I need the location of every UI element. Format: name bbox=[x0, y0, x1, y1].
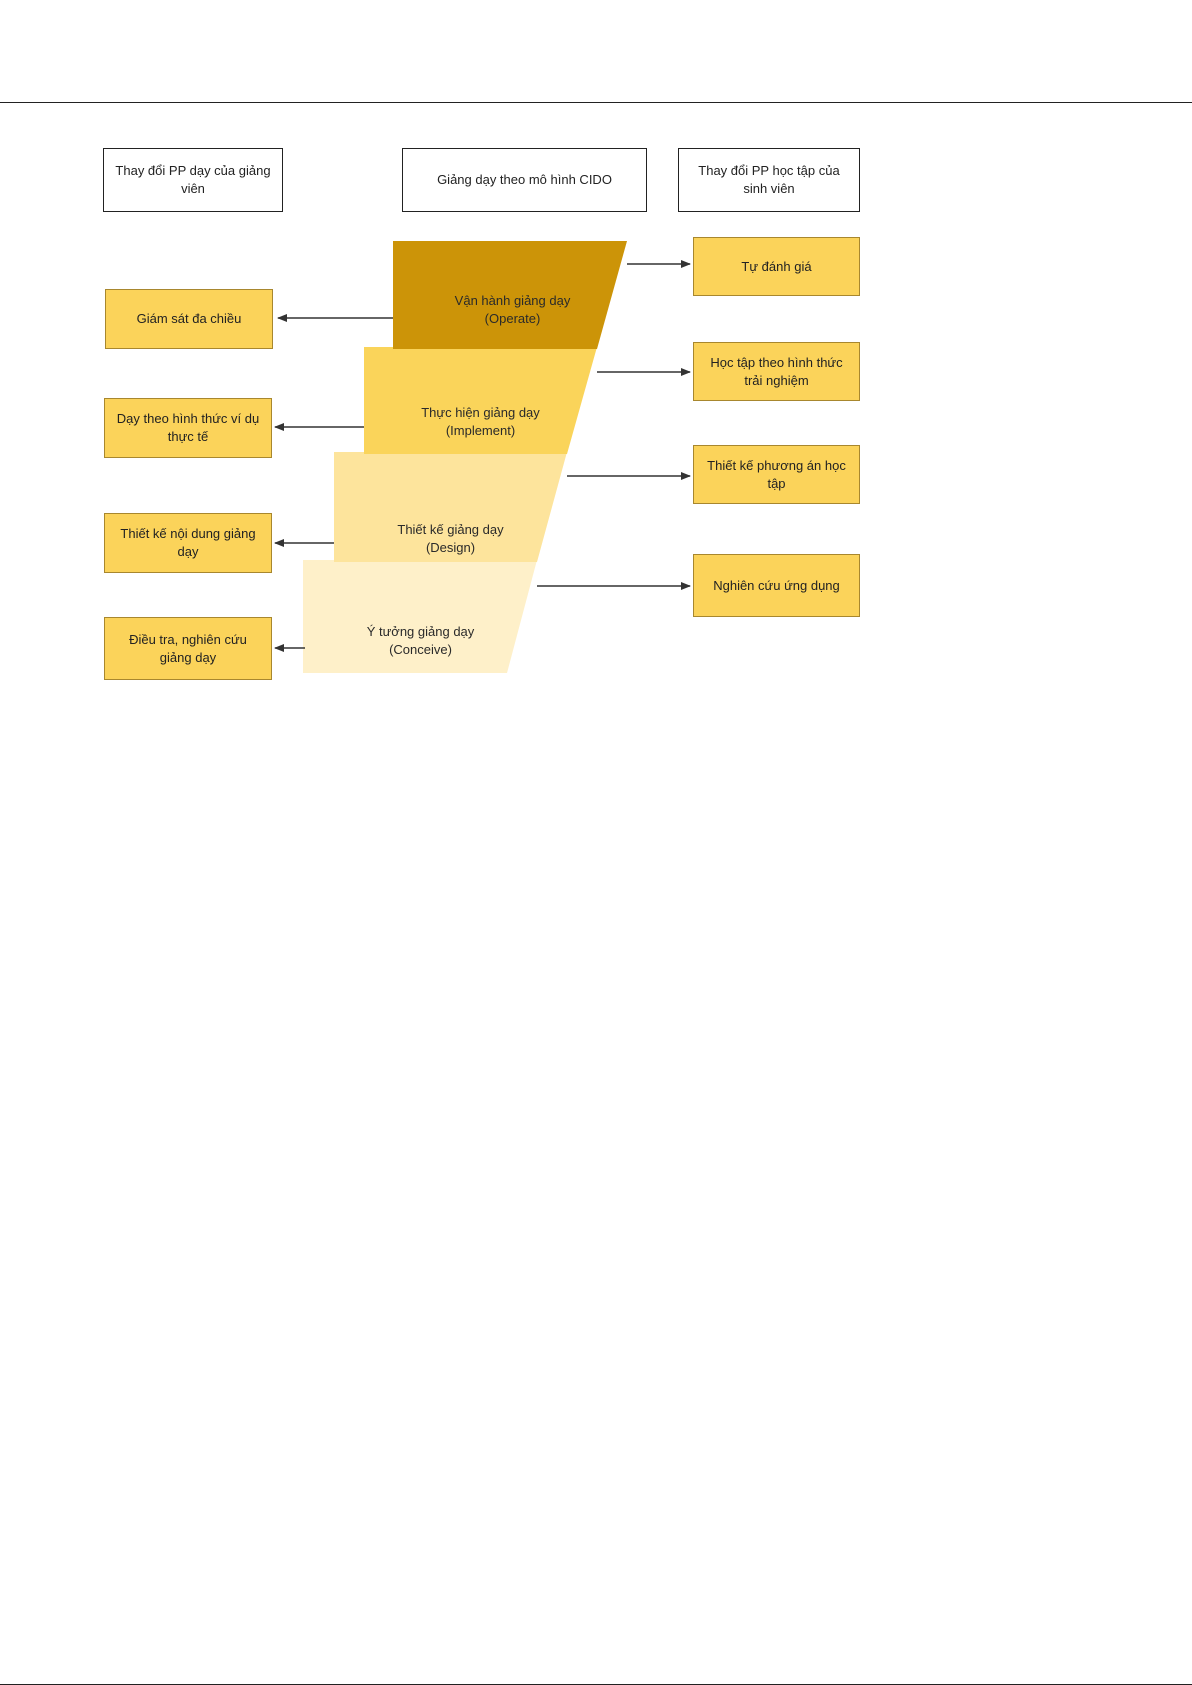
stage-shape-conceive bbox=[303, 560, 537, 673]
stage-name-design: Thiết kế giảng dạy bbox=[397, 522, 504, 537]
student-box-2-label: Học tập theo hình thức trải nghiệm bbox=[710, 354, 843, 388]
student-box-3-label: Thiết kế phương án học tập bbox=[707, 457, 846, 491]
student-box-1-label: Tự đánh giá bbox=[741, 258, 812, 274]
teacher-box-3-label: Thiết kế nội dung giảng dạy bbox=[120, 526, 256, 559]
stage-shape-operate bbox=[393, 241, 627, 349]
header-teacher-label: Thay đổi PP dạy của giảng viên bbox=[115, 163, 271, 196]
header-student-label: Thay đổi PP học tập của sinh viên bbox=[698, 163, 840, 196]
diagram-graphics bbox=[274, 241, 691, 673]
teacher-box-4: Điều tra, nghiên cứu giảng dạy bbox=[104, 617, 272, 680]
stage-label-implement: Thực hiện giảng dạy (Implement) bbox=[378, 400, 583, 444]
teacher-box-2: Dạy theo hình thức ví dụ thực tế bbox=[104, 398, 272, 458]
stage-english-operate: (Operate) bbox=[484, 311, 541, 326]
cido-diagram: Thay đổi PP dạy của giảng viên Giảng dạy… bbox=[0, 0, 1192, 700]
stage-label-conceive: Ý tưởng giảng dạy (Conceive) bbox=[318, 619, 523, 663]
teacher-box-2-label: Dạy theo hình thức ví dụ thực tế bbox=[116, 411, 260, 444]
student-box-2: Học tập theo hình thức trải nghiệm bbox=[693, 342, 860, 401]
student-box-3: Thiết kế phương án học tập bbox=[693, 445, 860, 504]
teacher-box-1: Giám sát đa chiều bbox=[105, 289, 273, 349]
header-student: Thay đổi PP học tập của sinh viên bbox=[678, 148, 860, 212]
teacher-box-4-label: Điều tra, nghiên cứu giảng dạy bbox=[129, 631, 247, 665]
stage-name-operate: Vận hành giảng dạy bbox=[454, 293, 571, 308]
header-teacher: Thay đổi PP dạy của giảng viên bbox=[103, 148, 283, 212]
top-rule bbox=[0, 102, 1192, 103]
student-box-1: Tự đánh giá bbox=[693, 237, 860, 296]
header-cido-label: Giảng dạy theo mô hình CIDO bbox=[437, 172, 612, 187]
stage-name-conceive: Ý tưởng giảng dạy bbox=[366, 624, 475, 639]
stage-shape-implement bbox=[364, 347, 597, 454]
stage-label-operate: Vận hành giảng dạy (Operate) bbox=[410, 288, 615, 332]
stage-shape-design bbox=[334, 452, 567, 562]
stage-english-design: (Design) bbox=[425, 540, 476, 555]
teacher-box-1-label: Giám sát đa chiều bbox=[136, 311, 242, 326]
stage-english-implement: (Implement) bbox=[445, 423, 516, 438]
stage-english-conceive: (Conceive) bbox=[389, 642, 452, 657]
student-box-4-label: Nghiên cứu ứng dụng bbox=[713, 577, 840, 593]
stage-name-implement: Thực hiện giảng dạy bbox=[421, 405, 540, 420]
teacher-box-3: Thiết kế nội dung giảng dạy bbox=[104, 513, 272, 573]
stage-label-design: Thiết kế giảng dạy (Design) bbox=[348, 517, 553, 561]
header-cido: Giảng dạy theo mô hình CIDO bbox=[402, 148, 647, 212]
student-box-4: Nghiên cứu ứng dụng bbox=[693, 554, 860, 617]
